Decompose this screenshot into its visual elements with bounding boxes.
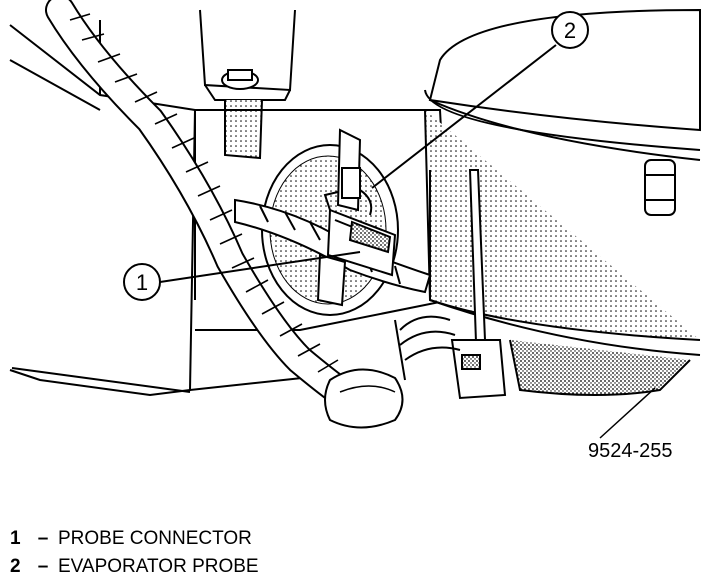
callout-2: 2 [371, 11, 589, 189]
legend-item-label: EVAPORATOR PROBE [58, 556, 259, 577]
blower-housing [424, 8, 701, 396]
legend-item-dash: – [37, 556, 49, 577]
figure-code-leader [599, 387, 656, 439]
callout-1-leader [159, 251, 361, 283]
callout-1: 1 [123, 251, 361, 301]
wiring-harness [45, 0, 461, 429]
mounting-strap [450, 169, 507, 400]
legend-item-number: 2 [10, 556, 21, 577]
legend-item-label: PROBE CONNECTOR [58, 528, 252, 549]
legend-item-number: 1 [10, 528, 21, 549]
probe-connector [316, 128, 397, 307]
legend-item-dash: – [37, 528, 49, 549]
mounting-bracket [199, 9, 296, 160]
callout-1-number: 1 [136, 270, 148, 295]
legend-item: 2–EVAPORATOR PROBE [10, 553, 259, 581]
figure-code: 9524-255 [588, 440, 673, 462]
legend: 1–PROBE CONNECTOR 2–EVAPORATOR PROBE [10, 525, 259, 581]
callout-2-number: 2 [564, 18, 576, 43]
callout-1-circle [123, 263, 161, 301]
callout-2-leader [371, 44, 557, 189]
legend-item: 1–PROBE CONNECTOR [10, 525, 259, 553]
callout-2-circle [551, 11, 589, 49]
